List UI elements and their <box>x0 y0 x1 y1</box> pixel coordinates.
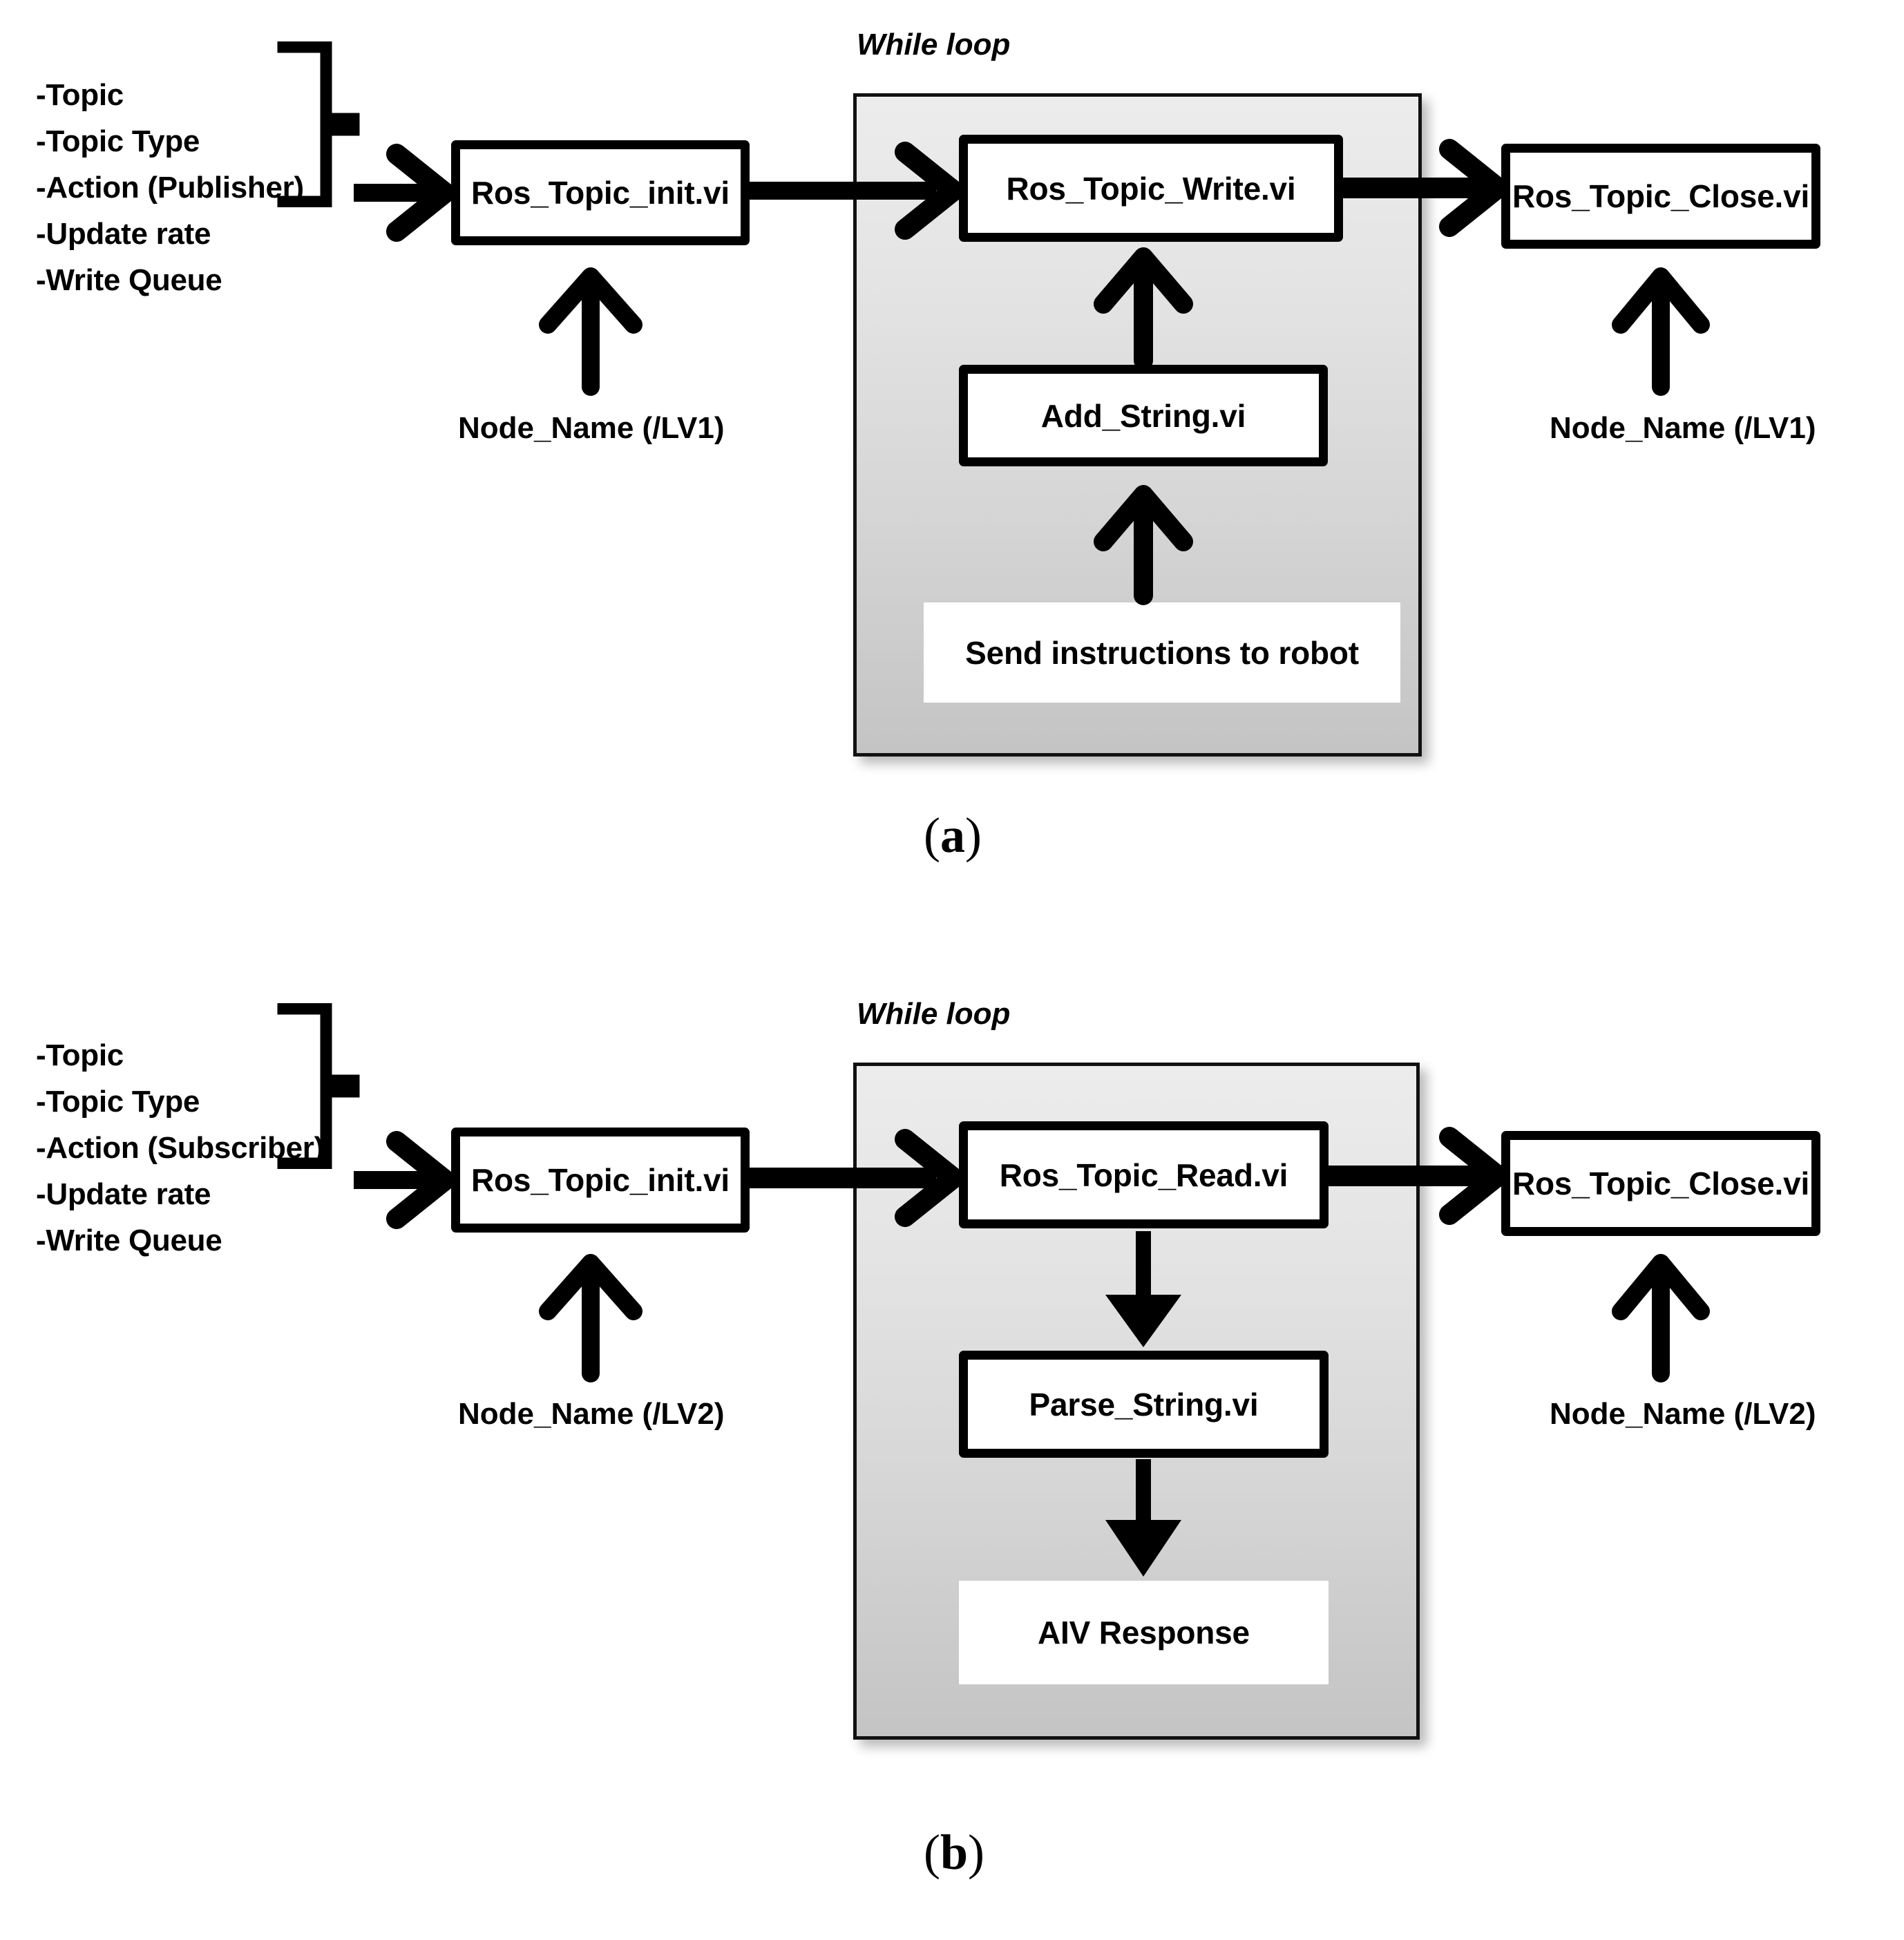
figure-caption-letter-b: b <box>940 1825 969 1880</box>
ros-topic-read-label: Ros_Topic_Read.vi <box>999 1157 1288 1193</box>
ros-topic-init-box-a[interactable]: Ros_Topic_init.vi <box>451 140 750 245</box>
arrow-up-icon <box>539 267 642 396</box>
parse-string-label: Parse_String.vi <box>1029 1386 1259 1423</box>
parameter-item: -Topic Type <box>36 124 200 158</box>
parameter-item: -Write Queue <box>36 1223 222 1257</box>
send-instructions-box: Send instructions to robot <box>924 602 1400 703</box>
node-name-label-close-b: Node_Name (/LV2) <box>1550 1397 1816 1431</box>
arrow-up-icon <box>539 1254 642 1382</box>
parameter-item: -Topic <box>36 1038 124 1072</box>
parse-string-box[interactable]: Parse_String.vi <box>959 1351 1329 1458</box>
ros-topic-write-box[interactable]: Ros_Topic_Write.vi <box>959 135 1343 242</box>
ros-topic-close-label-a: Ros_Topic_Close.vi <box>1512 178 1810 214</box>
arrow-right-icon <box>354 1141 445 1219</box>
aiv-response-label: AIV Response <box>1038 1615 1250 1651</box>
parameter-item: -Write Queue <box>36 263 222 297</box>
parameter-item: -Action (Publisher) <box>36 170 304 205</box>
ros-topic-read-box[interactable]: Ros_Topic_Read.vi <box>959 1121 1329 1228</box>
send-instructions-label: Send instructions to robot <box>965 634 1359 671</box>
figure-caption-a: (a) <box>924 808 982 863</box>
node-name-label-init-b: Node_Name (/LV2) <box>458 1397 725 1431</box>
add-string-box[interactable]: Add_String.vi <box>959 365 1328 466</box>
ros-topic-close-box-b[interactable]: Ros_Topic_Close.vi <box>1501 1131 1820 1236</box>
parameter-item: -Update rate <box>36 216 211 251</box>
ros-topic-close-box-a[interactable]: Ros_Topic_Close.vi <box>1501 144 1820 249</box>
ros-topic-write-label: Ros_Topic_Write.vi <box>1006 170 1296 207</box>
add-string-label: Add_String.vi <box>1040 397 1246 434</box>
ros-topic-init-box-b[interactable]: Ros_Topic_init.vi <box>451 1128 750 1233</box>
ros-topic-init-label-a: Ros_Topic_init.vi <box>470 175 730 211</box>
while-loop-label-a: While loop <box>857 28 1011 61</box>
parameter-item: -Topic <box>36 78 124 112</box>
arrow-up-icon <box>1612 267 1710 396</box>
parameter-list-b: -Topic -Topic Type -Action (Subscriber) … <box>36 1033 324 1264</box>
node-name-label-close-a: Node_Name (/LV1) <box>1550 411 1816 445</box>
parameter-item: -Topic Type <box>36 1084 200 1119</box>
curly-brace-icon-b <box>276 1002 366 1170</box>
aiv-response-box: AIV Response <box>959 1581 1329 1684</box>
parameter-item: -Action (Subscriber) <box>36 1130 324 1165</box>
node-name-label-init-a: Node_Name (/LV1) <box>458 411 725 445</box>
figure-caption-b: (b) <box>924 1825 985 1880</box>
while-loop-label-b: While loop <box>857 997 1011 1031</box>
curly-brace-icon-a <box>276 41 366 208</box>
parameter-item: -Update rate <box>36 1177 211 1211</box>
arrow-right-icon <box>354 154 445 231</box>
figure-caption-letter-a: a <box>940 808 965 863</box>
ros-topic-close-label-b: Ros_Topic_Close.vi <box>1512 1166 1810 1201</box>
arrow-up-icon <box>1612 1254 1710 1382</box>
parameter-list-a: -Topic -Topic Type -Action (Publisher) -… <box>36 73 304 303</box>
ros-topic-init-label-b: Ros_Topic_init.vi <box>470 1162 730 1198</box>
